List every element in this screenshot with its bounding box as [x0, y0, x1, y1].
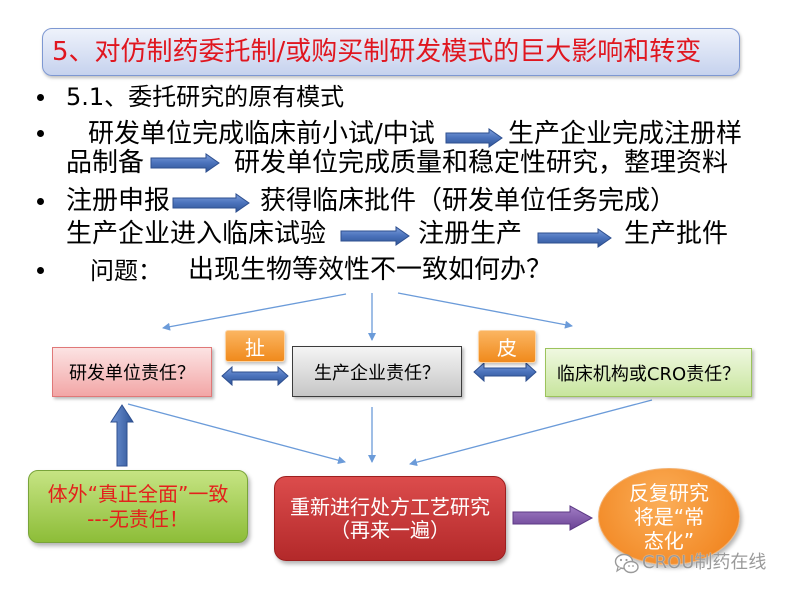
redo-line-1: 重新进行处方工艺研究	[290, 494, 490, 519]
slide-title-box: 5、对仿制药委托制/或购买制研发模式的巨大影响和转变	[42, 28, 740, 76]
bullet-2-step-quality-stability: 研发单位完成质量和稳定性研究，整理资料	[234, 148, 729, 178]
normalized-line-2: 将是“常	[633, 504, 705, 529]
cro-responsibility-box: 临床机构或CRO责任？	[545, 348, 752, 397]
bullet-4-question: 出现生物等效性不一致如何办？	[188, 255, 553, 285]
redo-line-2: （再来一遍）	[330, 517, 450, 542]
arrow-right-icon	[445, 128, 503, 148]
normalized-line-1: 反复研究	[629, 480, 709, 505]
connector-question-to-rd	[162, 293, 347, 331]
connector-cro-to-redo	[409, 399, 653, 467]
bullet-2-step-registration-sample-a: 生产企业完成注册样	[508, 119, 743, 149]
in-vitro-line-1: 体外“真正全面”一致	[47, 481, 229, 506]
arrow-right-icon	[150, 153, 220, 173]
arrow-right-purple-icon	[512, 505, 594, 531]
bullet-1-text: 5.1、委托研究的原有模式	[66, 83, 345, 111]
in-vitro-line-2: ---无责任！	[87, 506, 189, 531]
bullet-dot	[37, 198, 44, 205]
connector-question-to-cro	[397, 292, 573, 329]
manufacturer-responsibility-label: 生产企业责任？	[314, 362, 440, 384]
tag-pi: 皮	[478, 330, 536, 363]
tag-che: 扯	[225, 330, 285, 362]
bullet-3-step-clinical-trial: 生产企业进入临床试验	[66, 219, 327, 249]
bullet-3-step-production-registration: 注册生产	[418, 219, 523, 249]
cro-responsibility-label: 临床机构或CRO责任？	[556, 363, 741, 385]
manufacturer-responsibility-box: 生产企业责任？	[292, 346, 462, 397]
bullet-dot	[37, 130, 44, 137]
bullet-3-step-clinical-approval: 获得临床批件（研发单位任务完成）	[260, 186, 677, 216]
tag-pi-label: 皮	[497, 336, 517, 360]
arrow-right-icon	[172, 193, 250, 213]
in-vitro-consistent-box: 体外“真正全面”一致 ---无责任！	[28, 470, 248, 543]
bullet-dot	[37, 267, 44, 274]
normalized-research-circle: 反复研究 将是“常 态化”	[598, 468, 740, 565]
rd-unit-responsibility-label: 研发单位责任？	[69, 363, 195, 384]
bullet-3-step-production-approval: 生产批件	[624, 219, 729, 249]
bullet-3-step-submission: 注册申报	[66, 186, 171, 216]
bullet-4-label: 问题：	[90, 257, 162, 285]
tag-che-label: 扯	[245, 335, 265, 360]
double-arrow-icon	[221, 365, 289, 387]
arrow-right-icon	[537, 228, 612, 248]
double-arrow-icon	[473, 361, 537, 383]
bullet-2-step-preclinical: 研发单位完成临床前小试/中试	[88, 119, 435, 149]
wechat-icon	[614, 553, 639, 574]
arrow-up-icon	[110, 404, 134, 467]
arrow-right-icon	[340, 226, 410, 246]
bullet-dot	[37, 94, 44, 101]
bullet-2-step-registration-sample-b: 品制备	[66, 148, 145, 178]
connector-rd-to-redo	[127, 403, 346, 465]
normalized-line-3: 态化”	[643, 528, 695, 553]
rd-unit-responsibility-box: 研发单位责任？	[52, 347, 212, 397]
watermark-text: CROU制药在线	[642, 552, 767, 573]
redo-formulation-box: 重新进行处方工艺研究 （再来一遍）	[274, 476, 506, 561]
slide-title: 5、对仿制药委托制/或购买制研发模式的巨大影响和转变	[52, 37, 702, 67]
